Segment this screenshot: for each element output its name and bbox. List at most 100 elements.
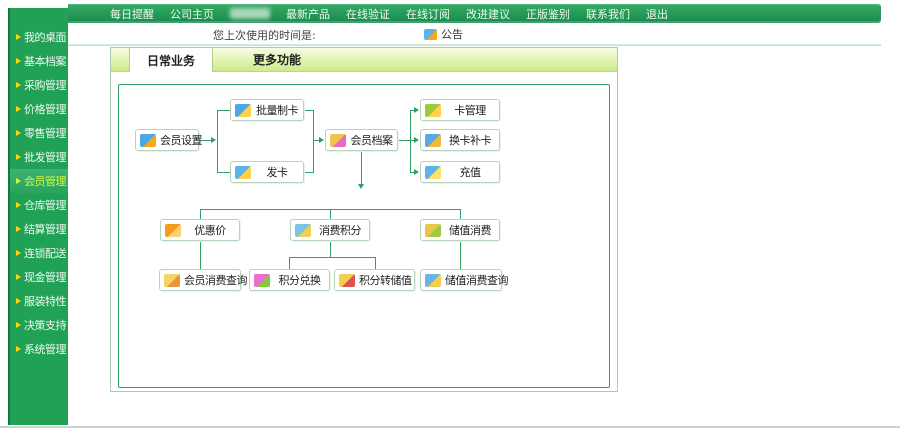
flow-node-label: 储值消费查询 [445, 274, 509, 287]
arrow-right-icon [211, 137, 216, 143]
sidebar-item-system-mgmt[interactable]: 系统管理 [10, 337, 68, 361]
flow-node-label: 积分兑换 [278, 274, 322, 287]
connector-line [200, 241, 201, 269]
sidebar-item-label: 系统管理 [24, 343, 67, 356]
connector-line [460, 241, 461, 269]
sidebar-item-apparel-features[interactable]: 服装特性 [10, 289, 68, 313]
arrow-right-icon [319, 137, 324, 143]
chevron-right-icon [16, 298, 21, 304]
flow-node-member-consumption-query[interactable]: 会员消费查询 [159, 269, 248, 291]
flow-node-card-management[interactable]: 卡管理 [420, 99, 500, 121]
chevron-right-icon [16, 106, 21, 112]
top-navbar: 每日提醒 公司主页 最新产品 在线验证 在线订阅 改进建议 正版鉴别 联系我们 … [68, 4, 881, 23]
sidebar-item-cash-mgmt[interactable]: 现金管理 [10, 265, 68, 289]
nav-item-latest-products[interactable]: 最新产品 [286, 7, 330, 21]
tab-daily-business[interactable]: 日常业务 [129, 48, 213, 72]
nav-item-online-verify[interactable]: 在线验证 [346, 7, 390, 21]
sidebar-item-label: 零售管理 [24, 127, 67, 140]
sidebar-item-label: 决策支持 [24, 319, 67, 332]
flow-node-stored-value-consumption-query[interactable]: 储值消费查询 [420, 269, 509, 291]
flow-node-label: 消费积分 [319, 224, 362, 237]
flow-node-member-settings[interactable]: 会员设置 [135, 129, 203, 151]
connector-line [313, 110, 314, 173]
chevron-right-icon [16, 58, 21, 64]
flow-node-points-to-stored-value[interactable]: 积分转储值 [334, 269, 415, 291]
flow-node-discount-price[interactable]: 优惠价 [160, 219, 240, 241]
sidebar-item-chain-delivery[interactable]: 连锁配送 [10, 241, 68, 265]
nav-item-genuine-check[interactable]: 正版鉴别 [526, 7, 570, 21]
flow-node-label: 储值消费 [449, 224, 492, 237]
sidebar-item-label: 我的桌面 [24, 31, 67, 44]
arrow-down-icon [358, 184, 364, 189]
flow-node-label: 发卡 [266, 166, 289, 179]
flow-node-label: 批量制卡 [256, 104, 299, 117]
connector-line [410, 110, 411, 173]
flow-node-label: 会员设置 [160, 134, 203, 147]
sidebar-item-purchase-mgmt[interactable]: 采购管理 [10, 73, 68, 97]
flow-node-batch-card-making[interactable]: 批量制卡 [230, 99, 304, 121]
nav-item-logout[interactable]: 退出 [646, 7, 668, 21]
tab-more-functions[interactable]: 更多功能 [252, 53, 301, 67]
flow-node-stored-value-consumption[interactable]: 储值消费 [420, 219, 500, 241]
connector-line [289, 257, 290, 269]
arrow-right-icon [414, 169, 419, 175]
chevron-right-icon [16, 130, 21, 136]
sidebar-item-retail-mgmt[interactable]: 零售管理 [10, 121, 68, 145]
connector-line [199, 140, 212, 141]
nav-item-company-home[interactable]: 公司主页 [170, 7, 214, 21]
flow-node-label: 会员消费查询 [184, 274, 248, 287]
flow-node-label: 优惠价 [194, 224, 226, 237]
member-folder-icon [330, 133, 346, 147]
nav-item-contact-us[interactable]: 联系我们 [586, 7, 630, 21]
sidebar-item-warehouse-mgmt[interactable]: 仓库管理 [10, 193, 68, 217]
flow-node-replace-card[interactable]: 换卡补卡 [420, 129, 500, 151]
sidebar-item-wholesale-mgmt[interactable]: 批发管理 [10, 145, 68, 169]
chevron-right-icon [16, 346, 21, 352]
header-divider [68, 44, 881, 46]
flow-node-issue-card[interactable]: 发卡 [230, 161, 304, 183]
connector-line [460, 209, 461, 219]
flow-node-consumption-points[interactable]: 消费积分 [290, 219, 370, 241]
chevron-right-icon [16, 178, 21, 184]
connector-line [398, 140, 410, 141]
announcement-link[interactable]: 公告 [424, 26, 463, 42]
flow-node-label: 卡管理 [454, 104, 486, 117]
connector-line [330, 241, 331, 257]
sidebar-item-member-mgmt[interactable]: 会员管理 [10, 169, 68, 193]
chevron-right-icon [16, 82, 21, 88]
monitor-card-icon [235, 165, 251, 179]
connector-line [313, 140, 320, 141]
cards-folder-icon [235, 103, 251, 117]
swap-cards-icon [425, 133, 441, 147]
nav-item-online-subscribe[interactable]: 在线订阅 [406, 7, 450, 21]
sidebar-item-decision-support[interactable]: 决策支持 [10, 313, 68, 337]
sidebar-item-label: 仓库管理 [24, 199, 67, 212]
sidebar-item-label: 现金管理 [24, 271, 67, 284]
flow-node-label: 积分转储值 [359, 274, 412, 287]
gift-icon [254, 273, 270, 287]
sidebar-item-my-desktop[interactable]: 我的桌面 [10, 25, 68, 49]
connector-line [217, 110, 230, 111]
nav-item-redacted[interactable] [230, 8, 270, 19]
points-icon [295, 223, 311, 237]
connector-line [410, 140, 415, 141]
sidebar-item-price-mgmt[interactable]: 价格管理 [10, 97, 68, 121]
tab-strip: 日常业务 更多功能 [111, 48, 617, 72]
announcement-icon [424, 28, 437, 40]
flow-node-points-exchange[interactable]: 积分兑换 [249, 269, 330, 291]
flowchart-area: 会员设置 批量制卡 发卡 会员档案 卡管理 换卡补卡 充值 优惠价 消费积分 储… [118, 84, 610, 388]
flow-node-member-archive[interactable]: 会员档案 [325, 129, 398, 151]
sidebar-item-settlement-mgmt[interactable]: 结算管理 [10, 217, 68, 241]
connector-line [304, 110, 313, 111]
nav-item-suggestions[interactable]: 改进建议 [466, 7, 510, 21]
nav-item-daily-reminder[interactable]: 每日提醒 [110, 7, 154, 21]
flow-node-recharge[interactable]: 充值 [420, 161, 500, 183]
sidebar-item-basic-archives[interactable]: 基本档案 [10, 49, 68, 73]
flow-node-label: 充值 [459, 166, 482, 179]
connector-line [330, 209, 331, 219]
connector-line [410, 172, 415, 173]
book-icon [425, 273, 441, 287]
arrow-right-icon [414, 137, 419, 143]
connector-line [410, 110, 415, 111]
